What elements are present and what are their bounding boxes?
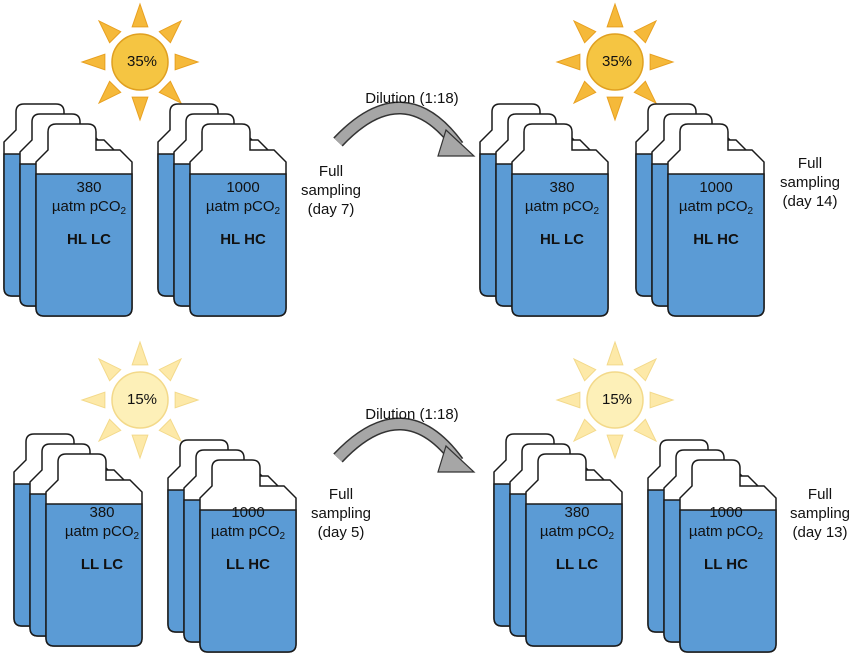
sun-icon	[555, 340, 675, 460]
dilution-arrow	[333, 101, 476, 157]
treatment-label: LL HC	[704, 556, 748, 573]
sampling-label: Full sampling (day 7)	[300, 163, 362, 218]
culture-bottle	[667, 123, 765, 317]
culture-bottle	[525, 453, 623, 647]
culture-bottle	[45, 453, 143, 647]
bottle-label: 1000 µatm pCO2 LL HC	[203, 503, 293, 574]
light-intensity-label: 15%	[126, 391, 158, 408]
bottle-label: 1000 µatm pCO2 HL HC	[198, 178, 288, 249]
culture-bottle	[189, 123, 287, 317]
sun-icon	[80, 2, 200, 122]
light-intensity-label: 35%	[601, 53, 633, 70]
treatment-label: HL LC	[540, 231, 584, 248]
treatment-label: HL HC	[693, 231, 739, 248]
culture-bottle	[199, 459, 297, 653]
bottle-label: 1000 µatm pCO2 LL HC	[681, 503, 771, 574]
bottle-label: 380 µatm pCO2 HL LC	[44, 178, 134, 249]
bottle-label: 1000 µatm pCO2 HL HC	[671, 178, 761, 249]
treatment-label: LL HC	[226, 556, 270, 573]
light-intensity-label: 35%	[126, 53, 158, 70]
culture-bottle	[35, 123, 133, 317]
sun-icon	[555, 2, 675, 122]
dilution-label: Dilution (1:18)	[365, 406, 459, 423]
dilution-arrow	[333, 417, 476, 473]
bottle-label: 380 µatm pCO2 HL LC	[517, 178, 607, 249]
culture-bottle	[511, 123, 609, 317]
sampling-label: Full sampling (day 5)	[310, 486, 372, 541]
sun-icon	[80, 340, 200, 460]
light-intensity-label: 15%	[601, 391, 633, 408]
dilution-label: Dilution (1:18)	[365, 90, 459, 107]
treatment-label: HL HC	[220, 231, 266, 248]
treatment-label: LL LC	[555, 556, 599, 573]
sampling-label: Full sampling (day 14)	[779, 155, 841, 210]
bottle-label: 380 µatm pCO2 LL LC	[57, 503, 147, 574]
bottle-label: 380 µatm pCO2 LL LC	[532, 503, 622, 574]
sampling-label: Full sampling (day 13)	[789, 486, 851, 541]
treatment-label: LL LC	[80, 556, 124, 573]
treatment-label: HL LC	[67, 231, 111, 248]
culture-bottle	[679, 459, 777, 653]
